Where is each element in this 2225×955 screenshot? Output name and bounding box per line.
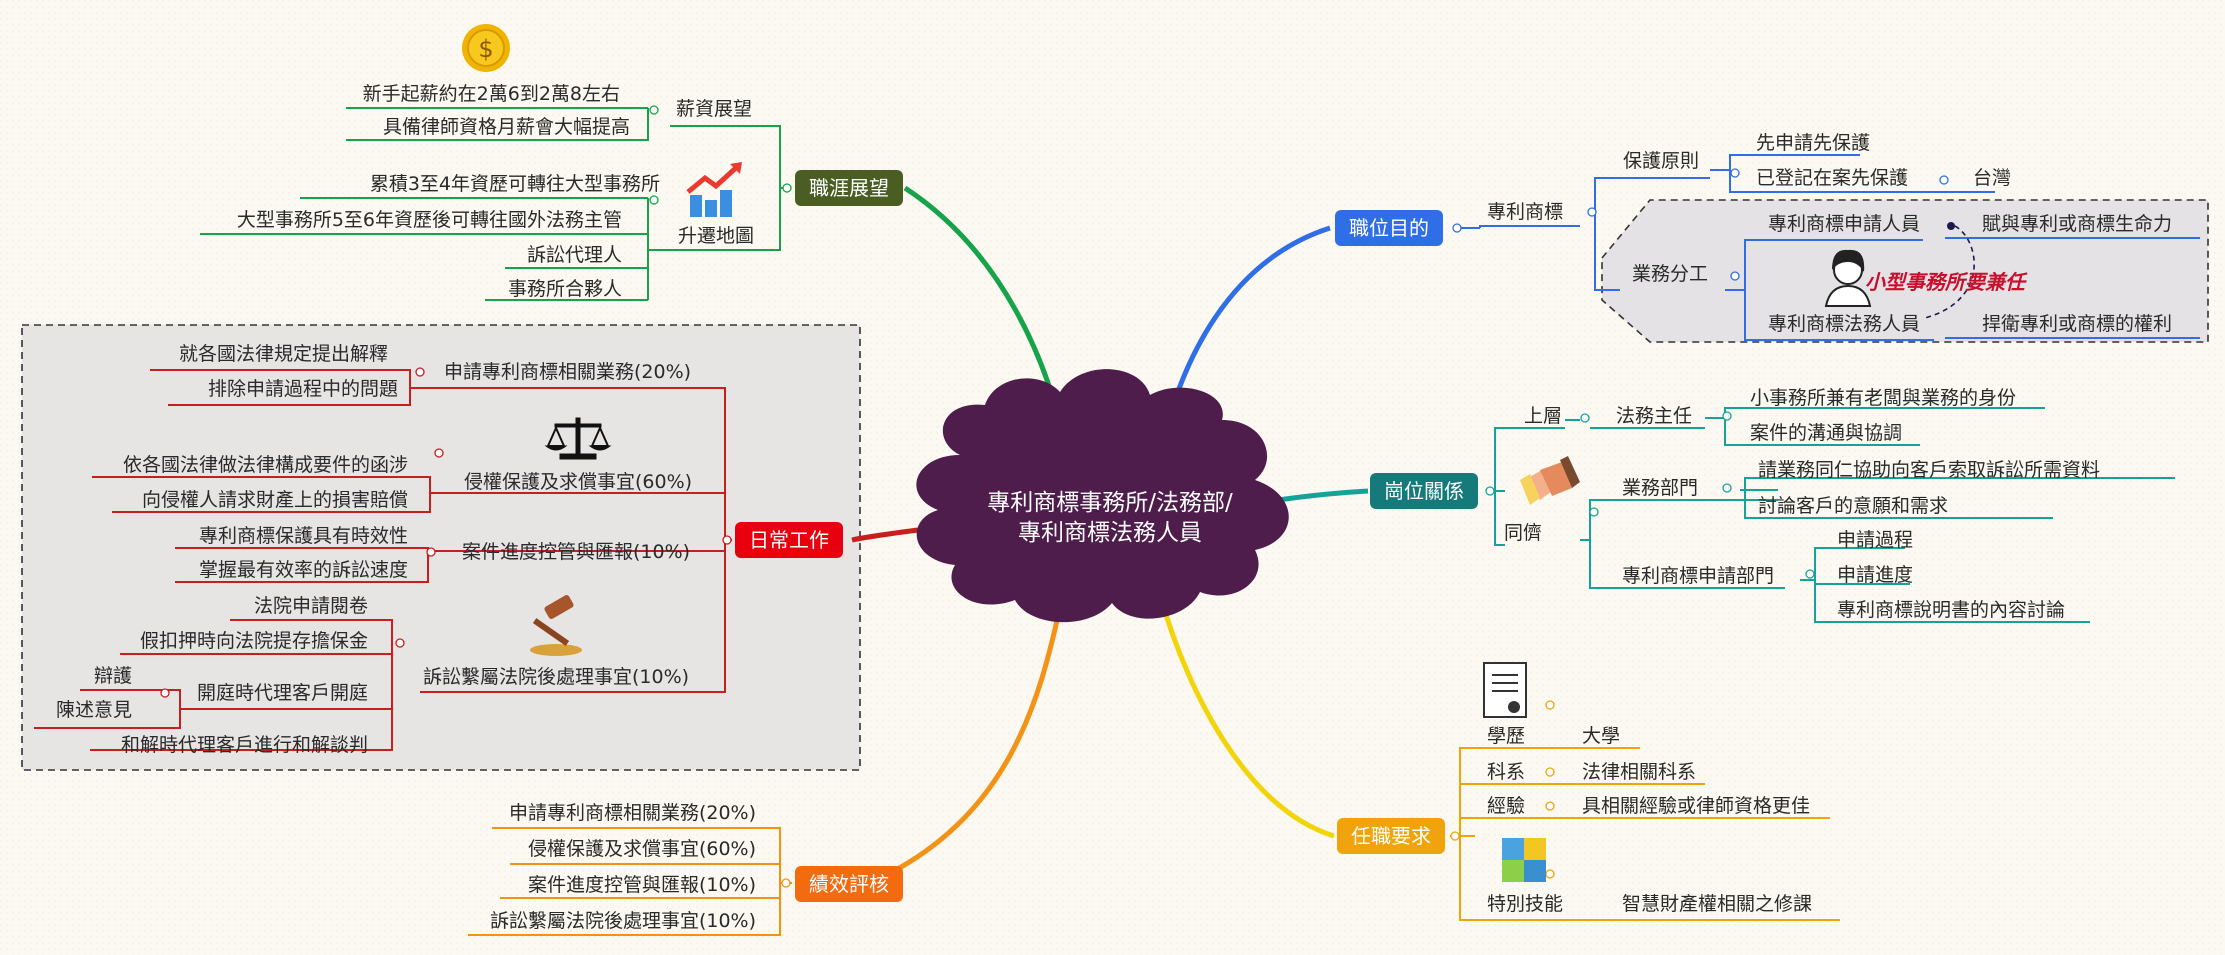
daily-litigation-node[interactable]: 訴訟繫屬法院後處理事宜(10%) (423, 666, 690, 688)
upper-item: 小事務所兼有老闆與業務的身份 (1750, 387, 2017, 409)
applydept-item: 申請過程 (1837, 529, 1914, 551)
branch-requirement[interactable]: 任職要求 (1337, 818, 1445, 854)
branch-daily-work[interactable]: 日常工作 (735, 522, 843, 558)
scales-icon (544, 417, 612, 460)
division-applicant-role: 賦與專利或商標生命力 (1982, 213, 2173, 235)
division-legal-role: 捍衛專利或商標的權利 (1982, 313, 2173, 335)
branch-career[interactable]: 職涯展望 (795, 170, 903, 206)
req-skill-value: 智慧財產權相關之修課 (1622, 893, 1813, 915)
branch-relation[interactable]: 崗位關係 (1370, 473, 1478, 509)
daily-litigation-item: 法院申請閱卷 (253, 595, 368, 617)
daily-progress-item: 掌握最有效率的訴訟速度 (198, 559, 408, 581)
promotion-item: 事務所合夥人 (507, 278, 622, 300)
relation-upper-sub[interactable]: 法務主任 (1616, 405, 1693, 427)
court-node[interactable]: 開庭時代理客戶開庭 (196, 682, 368, 704)
performance-item: 訴訟繫屬法院後處理事宜(10%) (489, 910, 756, 932)
settle-item: 和解時代理客戶進行和解談判 (120, 734, 368, 756)
promotion-item: 大型事務所5至6年資歷後可轉往國外法務主管 (236, 209, 622, 231)
center-cloud (916, 369, 1289, 623)
sales-dept[interactable]: 業務部門 (1622, 477, 1699, 499)
division-legal: 專利商標法務人員 (1768, 313, 1921, 335)
svg-text:$: $ (478, 35, 493, 63)
protect-node[interactable]: 保護原則 (1623, 150, 1700, 172)
req-exp-value: 具相關經驗或律師資格更佳 (1582, 795, 1811, 817)
daily-work-region (21, 324, 861, 771)
sales-item: 討論客戶的意願和需求 (1758, 495, 1949, 517)
purpose-sub[interactable]: 專利商標 (1487, 201, 1564, 223)
puzzle-icon (1502, 838, 1546, 882)
performance-item: 侵權保護及求償事宜(60%) (527, 838, 756, 860)
daily-infringe-item: 依各國法律做法律構成要件的函涉 (122, 454, 408, 476)
daily-apply-item: 就各國法律規定提出解釋 (178, 343, 388, 365)
gavel-icon (530, 595, 582, 656)
handshake-icon (1520, 456, 1580, 505)
coin-icon: $ (462, 24, 510, 72)
protect-item: 已登記在案先保護 (1756, 167, 1909, 189)
applydept-item: 專利商標說明書的內容討論 (1837, 599, 2066, 621)
upper-item: 案件的溝通與協調 (1750, 422, 1903, 444)
daily-apply-item: 排除申請過程中的問題 (207, 378, 398, 400)
protect-item: 先申請先保護 (1756, 132, 1871, 154)
division-applicant: 專利商標申請人員 (1768, 213, 1921, 235)
sales-item: 請業務同仁協助向客戶索取訴訟所需資料 (1758, 459, 2101, 481)
req-edu-value: 大學 (1582, 725, 1621, 747)
salary-item: 具備律師資格月薪會大幅提高 (382, 116, 630, 138)
performance-item: 申請專利商標相關業務(20%) (508, 802, 756, 824)
woman-avatar-icon (1824, 249, 1872, 307)
req-dept-label: 科系 (1487, 761, 1526, 783)
req-edu-label: 學歷 (1487, 725, 1526, 747)
certificate-icon (1483, 662, 1527, 718)
court-item: 辯護 (93, 665, 132, 687)
daily-infringe-item: 向侵權人請求財產上的損害賠償 (141, 489, 408, 511)
daily-apply-node[interactable]: 申請專利商標相關業務(20%) (444, 361, 692, 383)
daily-litigation-item: 假扣押時向法院提存擔保金 (139, 630, 368, 652)
req-dept-value: 法律相關科系 (1582, 761, 1697, 783)
division-note: 小型事務所要兼任 (1865, 270, 2025, 294)
req-exp-label: 經驗 (1487, 795, 1526, 817)
protect-region: 台灣 (1973, 167, 2012, 189)
branch-performance[interactable]: 績效評核 (795, 866, 903, 902)
promotion-item: 累積3至4年資歷可轉往大型事務所 (369, 173, 660, 195)
applydept-item: 申請進度 (1837, 564, 1914, 586)
daily-progress-item: 專利商標保護具有時效性 (198, 525, 408, 547)
apply-dept[interactable]: 專利商標申請部門 (1622, 565, 1775, 587)
division-node[interactable]: 業務分工 (1632, 263, 1709, 285)
growth-chart-icon (686, 162, 742, 217)
division-region (1601, 199, 2209, 343)
daily-infringe-node[interactable]: 侵權保護及求償事宜(60%) (464, 471, 693, 493)
req-skill-label: 特別技能 (1487, 893, 1564, 915)
salary-item: 新手起薪約在2萬6到2萬8左右 (362, 83, 620, 105)
center-title: 專利商標事務所/法務部/ 專利商標法務人員 (987, 490, 1233, 546)
branch-purpose[interactable]: 職位目的 (1335, 210, 1443, 246)
promotion-item: 訴訟代理人 (526, 244, 622, 266)
performance-item: 案件進度控管與匯報(10%) (527, 874, 756, 896)
relation-upper[interactable]: 上層 (1524, 405, 1563, 427)
salary-node[interactable]: 薪資展望 (676, 98, 753, 120)
promotion-node[interactable]: 升遷地圖 (678, 225, 755, 247)
relation-peer[interactable]: 同儕 (1504, 522, 1543, 544)
daily-progress-node[interactable]: 案件進度控管與匯報(10%) (462, 541, 691, 563)
court-item: 陳述意見 (55, 699, 132, 721)
